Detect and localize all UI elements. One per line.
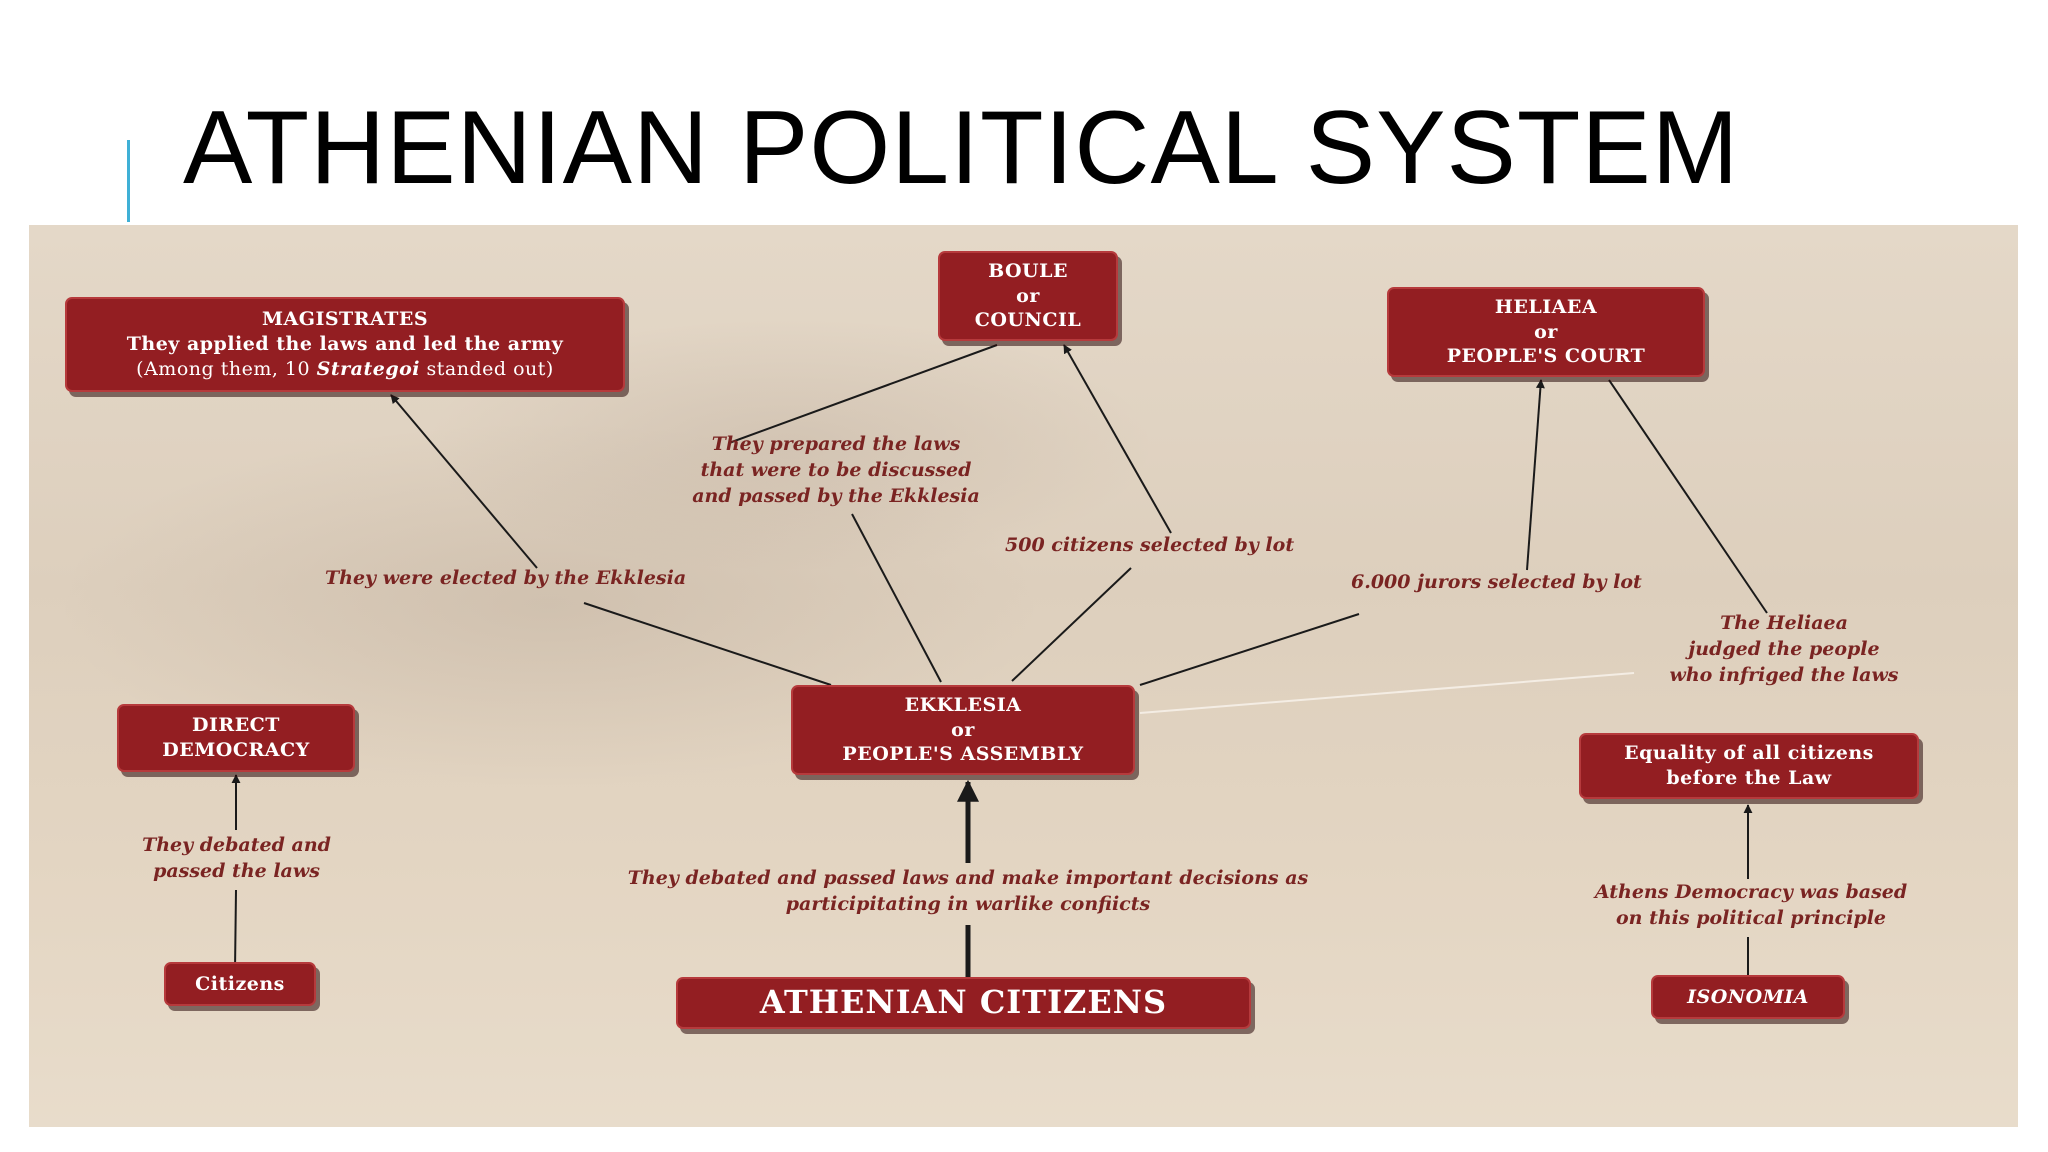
direct-democracy-line2: DEMOCRACY (162, 739, 310, 761)
magistrates-line2-pre: (Among them, 10 (136, 357, 317, 380)
boule-line3: COUNCIL (974, 309, 1082, 332)
label-elected: They were elected by the Ekklesia (325, 567, 687, 589)
ekklesia-line1: EKKLESIA (904, 693, 1022, 716)
connector-ekklesia-500 (1011, 567, 1132, 682)
label-heliaea-judged-line1: The Heliaea (1720, 612, 1848, 634)
label-heliaea-judged-line3: who infriged the laws (1669, 664, 1899, 686)
connector-jurors-heliaea (1526, 379, 1545, 571)
heliaea-box: HELIAEA or PEOPLE'S COURT (1387, 287, 1705, 377)
connector-elected-magistrates (390, 394, 538, 569)
label-prepared: They prepared the laws that were to be d… (641, 431, 1031, 509)
label-heliaea-judged: The Heliaea judged the people who infrig… (1634, 610, 1934, 688)
connector-citizens-label (234, 889, 237, 971)
equality-line2: before the Law (1666, 767, 1832, 789)
magistrates-line2: (Among them, 10 Strategoi standed out) (136, 357, 554, 382)
ekklesia-line2: or (951, 718, 975, 741)
athenian-citizens-box: ATHENIAN CITIZENS (676, 977, 1251, 1029)
diagram-panel: MAGISTRATES They applied the laws and le… (29, 225, 2018, 1127)
ekklesia-line3: PEOPLE'S ASSEMBLY (842, 743, 1084, 766)
label-debated-citizens: They debated and passed the laws (104, 832, 369, 884)
magistrates-box: MAGISTRATES They applied the laws and le… (65, 297, 625, 392)
boule-line2: or (1016, 284, 1040, 307)
label-prepared-line3: and passed by the Ekklesia (692, 485, 980, 507)
connector-ekklesia-magistrates (583, 602, 832, 686)
label-isonomia-principle-line1: Athens Democracy was based (1594, 881, 1908, 903)
connector-prepared-boule (728, 344, 998, 444)
label-debated-citizens-line1: They debated and (142, 834, 331, 856)
connector-ekklesia-jurors (1139, 613, 1360, 686)
magistrates-title: MAGISTRATES (261, 308, 429, 331)
magistrates-line2-em: Strategoi (316, 357, 420, 380)
label-prepared-line2: that were to be discussed (700, 459, 972, 481)
label-isonomia-principle: Athens Democracy was based on this polit… (1561, 879, 1941, 931)
label-heliaea-judged-line2: judged the people (1688, 638, 1880, 660)
magistrates-line2-post: standed out) (420, 357, 554, 380)
isonomia-box: ISONOMIA (1651, 975, 1845, 1019)
label-debated-assembly-line1: They debated and passed laws and make im… (627, 867, 1309, 889)
label-debated-assembly-line2: participitating in warlike confiicts (785, 893, 1151, 915)
label-jurors: 6.000 jurors selected by lot (1351, 571, 1642, 593)
connector-ekklesia-judged (1139, 672, 1635, 714)
label-debated-assembly: They debated and passed laws and make im… (518, 865, 1418, 917)
heliaea-line3: PEOPLE'S COURT (1446, 345, 1646, 368)
boule-box: BOULE or COUNCIL (938, 251, 1118, 341)
magistrates-line1: They applied the laws and led the army (126, 333, 564, 356)
athenian-citizens-label: ATHENIAN CITIZENS (759, 983, 1168, 1022)
direct-democracy-line1: DIRECT (192, 714, 280, 737)
equality-box: Equality of all citizens before the Law (1579, 733, 1919, 799)
citizens-box: Citizens (164, 962, 316, 1006)
direct-democracy-box: DIRECT DEMOCRACY (117, 704, 355, 772)
boule-line1: BOULE (988, 259, 1068, 282)
slide-title: ATHENIAN POLITICAL SYSTEM (183, 90, 1740, 206)
citizens-label: Citizens (195, 972, 285, 995)
ekklesia-box: EKKLESIA or PEOPLE'S ASSEMBLY (791, 685, 1135, 775)
label-isonomia-principle-line2: on this political principle (1615, 907, 1887, 929)
connector-heliaea-judged (1608, 379, 1768, 614)
heliaea-line1: HELIAEA (1494, 295, 1598, 318)
heliaea-line2: or (1534, 320, 1558, 343)
connector-ekklesia-prepared (851, 513, 942, 683)
label-debated-citizens-line2: passed the laws (153, 860, 320, 882)
title-accent-bar (127, 140, 130, 222)
connector-500-boule (1063, 344, 1172, 534)
equality-line1: Equality of all citizens (1624, 742, 1874, 765)
label-prepared-line1: They prepared the laws (711, 433, 961, 455)
connector-layer (231, 344, 1768, 977)
isonomia-label: ISONOMIA (1687, 985, 1809, 1008)
label-500-citizens: 500 citizens selected by lot (1005, 534, 1295, 556)
